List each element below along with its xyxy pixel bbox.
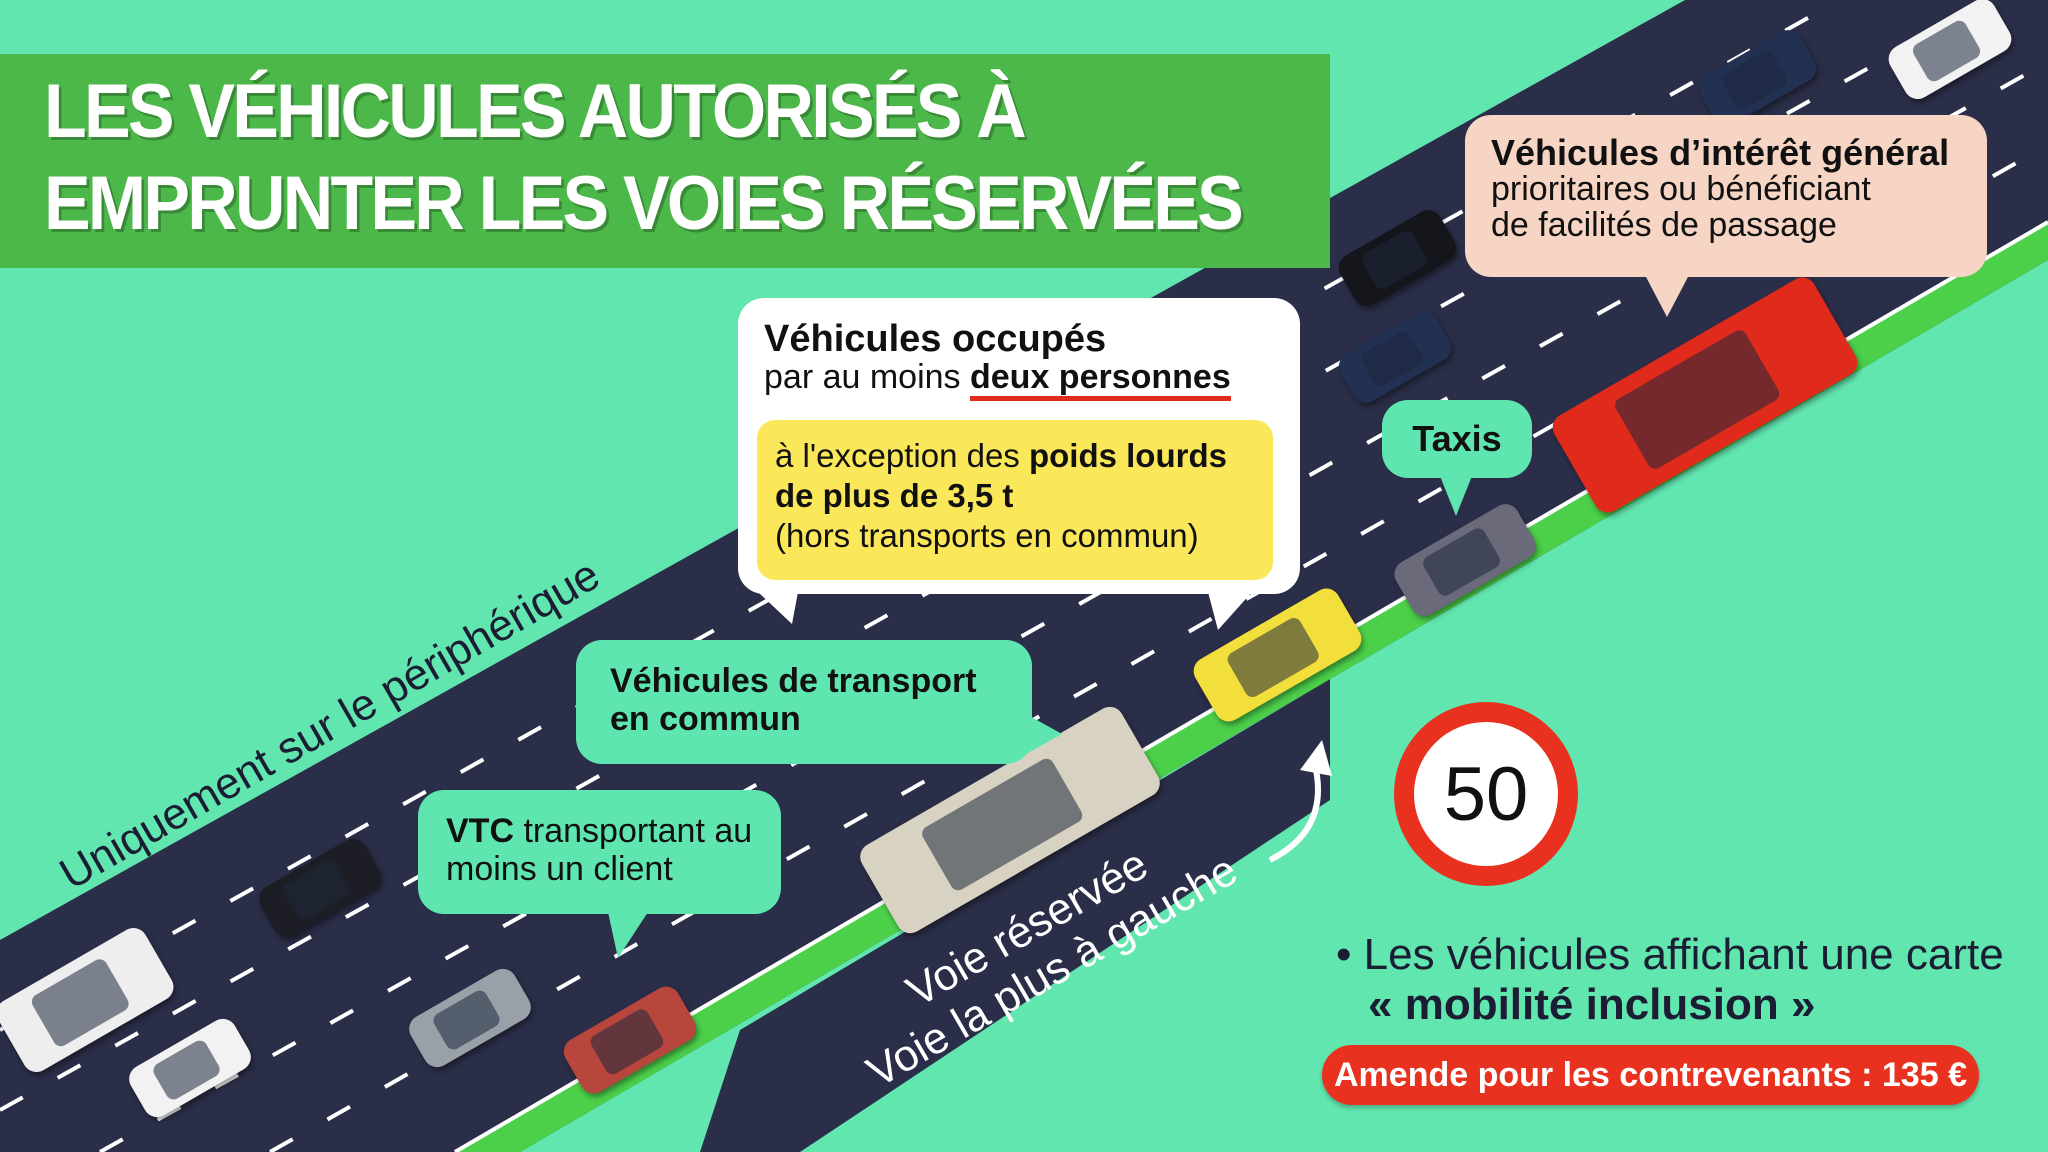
carpool-title: Véhicules occupés — [764, 318, 1107, 360]
title-line-2: EMPRUNTER LES VOIES RÉSERVÉES — [44, 161, 1244, 246]
bubble-taxis: Taxis — [1382, 400, 1532, 516]
public-transport-line-1: Véhicules de transport — [610, 662, 977, 700]
general-interest-line-2: prioritaires ou bénéficiant — [1491, 170, 1871, 208]
speed-limit-sign: 50 — [1394, 702, 1578, 886]
vtc-line-1-rest: transportant au — [514, 812, 753, 850]
general-interest-line-3: de facilités de passage — [1491, 206, 1837, 244]
public-transport-line-2: en commun — [610, 700, 801, 738]
taxis-label: Taxis — [1412, 418, 1502, 459]
mobility-line-2: « mobilité inclusion » — [1368, 980, 1816, 1029]
bubble-tail — [1026, 714, 1062, 754]
bubble-tail — [1645, 275, 1689, 317]
exception-box: à l'exception des poids lourds de plus d… — [757, 420, 1273, 580]
bubble-public-transport: Véhicules de transport en commun — [576, 640, 1062, 764]
carpool-line-2: par au moins deux personnes — [764, 358, 1274, 401]
page-title: LES VÉHICULES AUTORISÉS À EMPRUNTER LES … — [44, 66, 1244, 250]
exception-note: (hors transports en commun) — [775, 517, 1199, 554]
title-band — [0, 54, 1330, 268]
lane-divider — [269, 143, 2048, 1152]
vtc-line-2: moins un client — [446, 850, 673, 888]
bubble-tail — [1440, 476, 1472, 516]
carpool-emphasis: deux personnes — [970, 358, 1231, 401]
mobility-line-1: • Les véhicules affichant une carte — [1336, 930, 2004, 979]
general-interest-title: Véhicules d’intérêt général — [1491, 132, 1950, 173]
title-line-1: LES VÉHICULES AUTORISÉS À — [44, 69, 1027, 154]
vtc-bold: VTC — [446, 812, 514, 850]
bubble-carpool: Véhicules occupés par au moins deux pers… — [738, 298, 1300, 630]
bubble-tail — [758, 592, 798, 624]
mobility-line-1-text: Les véhicules affichant une carte — [1363, 930, 2004, 979]
bubble-tail — [608, 912, 648, 958]
fine-label: Amende pour les contrevenants : 135 € — [1334, 1055, 1967, 1094]
exception-bold-1: poids lourds — [1028, 437, 1227, 474]
reserved-lane-label-band — [700, 679, 1330, 1152]
carpool-line-2-prefix: par au moins — [764, 358, 970, 396]
bubble-vtc: VTC transportant au moins un client — [418, 790, 781, 958]
bubble-tail — [1208, 592, 1252, 630]
exception-bold-2: de plus de 3,5 t — [775, 477, 1014, 514]
vtc-line-1: VTC transportant au — [446, 812, 753, 850]
lane-divider — [0, 0, 1841, 1032]
fine-badge: Amende pour les contrevenants : 135 € — [1322, 1045, 1979, 1105]
turn-arrow-head — [1300, 740, 1332, 776]
turn-arrow-icon — [1268, 764, 1321, 863]
speed-limit-value: 50 — [1443, 751, 1529, 837]
bubble-general-interest: Véhicules d’intérêt général prioritaires… — [1465, 115, 1987, 317]
exception-prefix: à l'exception des — [775, 437, 1029, 474]
mobility-inclusion-note: • Les véhicules affichant une carte « mo… — [1336, 930, 2004, 1030]
exception-line-1: à l'exception des poids lourds — [775, 436, 1255, 476]
